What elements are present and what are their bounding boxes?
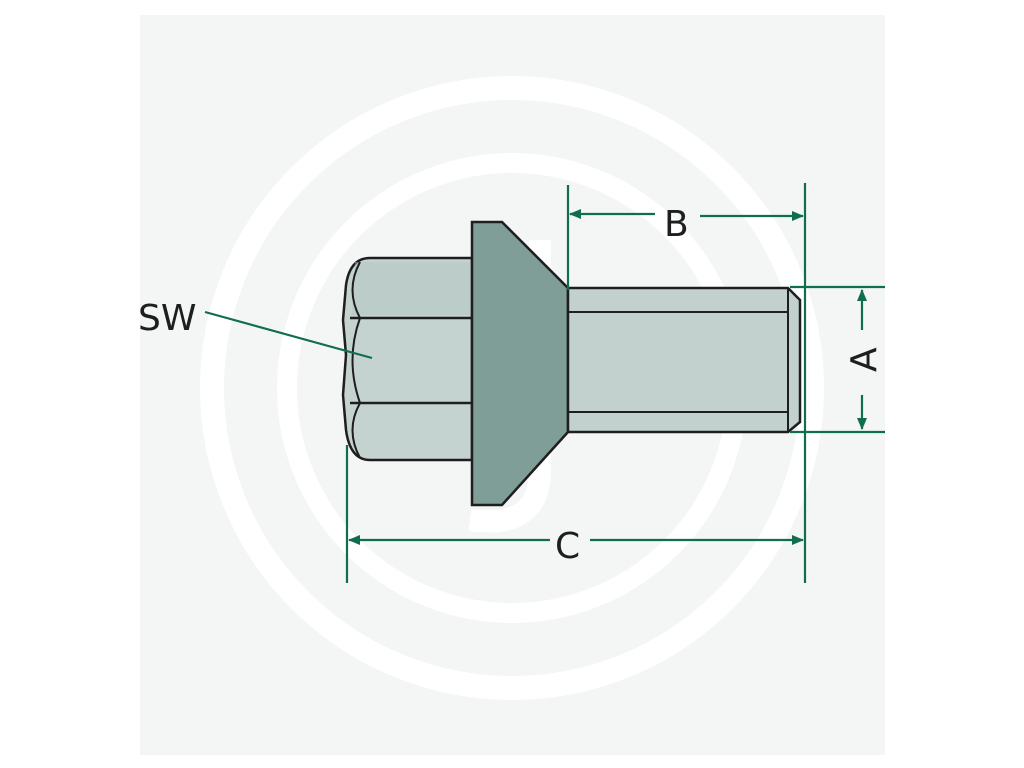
circle-logo-watermark-icon	[200, 76, 824, 700]
label-b: B	[664, 204, 689, 245]
watermark-hook	[468, 240, 551, 533]
label-sw: SW	[138, 298, 196, 339]
threaded-shank	[566, 286, 802, 434]
hex-head	[341, 256, 474, 462]
hex-head-chamfer-left	[351, 261, 362, 459]
watermark-outer-ring	[200, 76, 824, 700]
threaded-shank-body	[566, 286, 802, 434]
label-c: C	[555, 526, 580, 567]
sw-leader-line	[204, 310, 373, 360]
hex-head-facet-top	[352, 262, 472, 315]
dimension-lines	[204, 183, 885, 583]
label-a: A	[844, 347, 885, 372]
hex-head-body	[341, 256, 474, 462]
